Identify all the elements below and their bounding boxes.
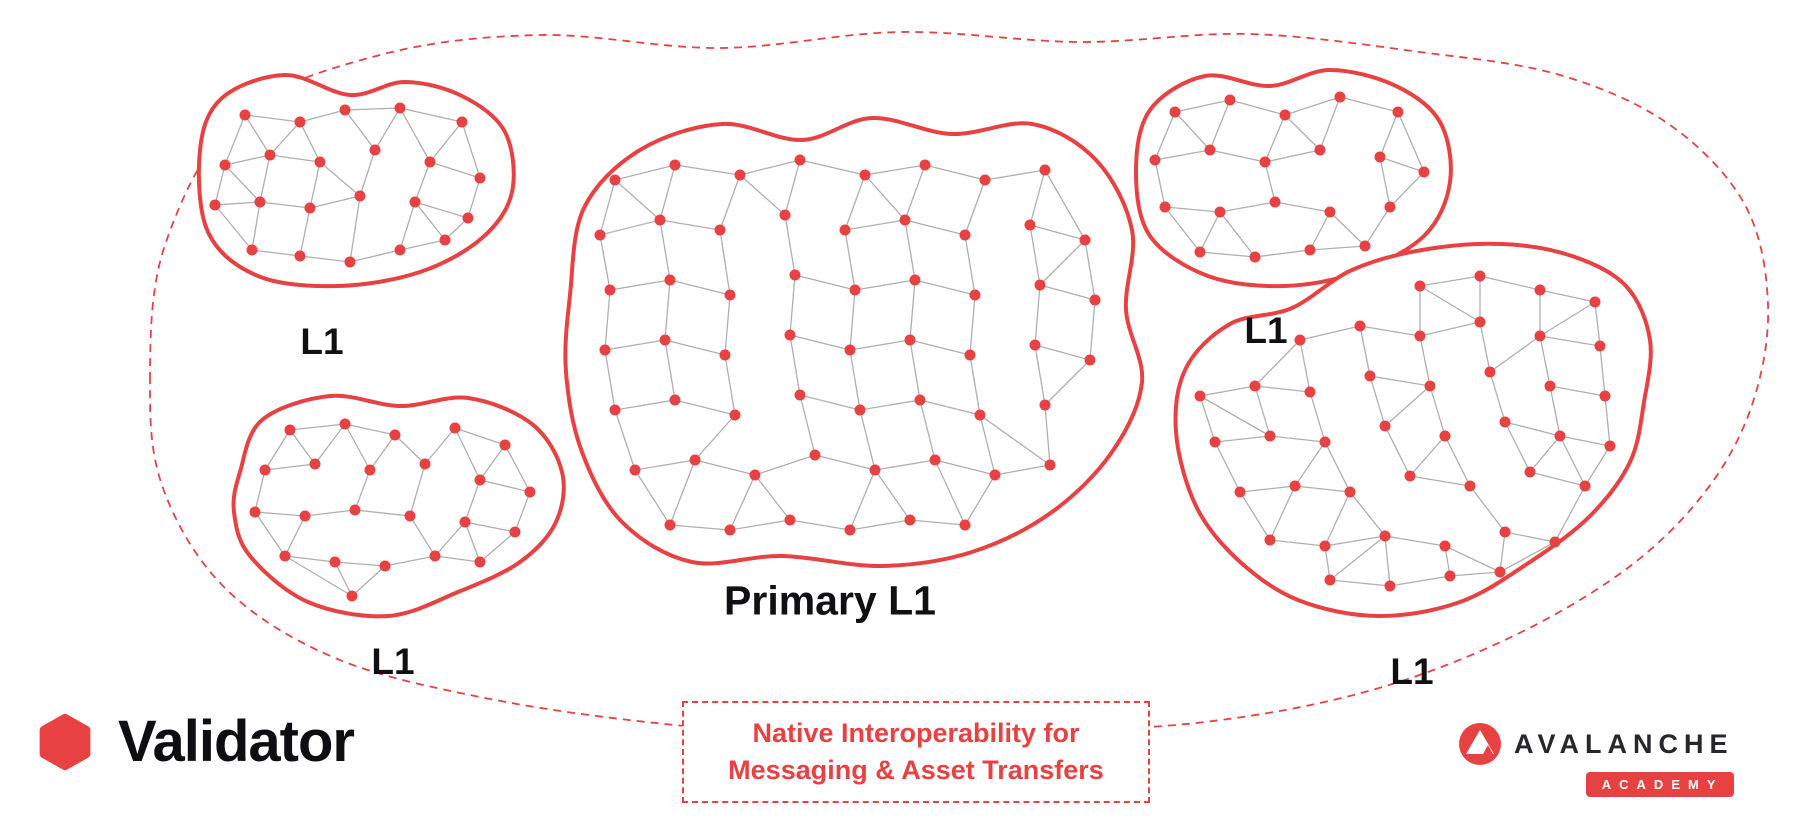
cluster-outline-l1-bottom-left xyxy=(231,393,566,619)
cluster-l1-top-left xyxy=(196,72,516,289)
cluster-primary-l1 xyxy=(563,115,1145,569)
outer-dashed-boundary xyxy=(149,31,1770,738)
cluster-label-primary-l1: Primary L1 xyxy=(724,577,936,624)
avalanche-academy-logo: AVALANCHE ACADEMY xyxy=(1458,722,1734,797)
cluster-l1-right xyxy=(1173,241,1653,619)
cluster-label-l1-top-left: L1 xyxy=(300,321,344,362)
cluster-l1-top-right xyxy=(1134,68,1453,289)
validator-hexagon-icon xyxy=(39,713,91,770)
cluster-label-l1-top-right: L1 xyxy=(1244,310,1288,351)
cluster-l1-bottom-left xyxy=(231,393,566,619)
interoperability-callout: Native Interoperability for Messaging & … xyxy=(682,701,1150,803)
cluster-outline-l1-top-right xyxy=(1134,68,1453,289)
validator-legend-label: Validator xyxy=(118,709,355,774)
brand-name: AVALANCHE xyxy=(1514,728,1734,759)
cluster-outline-primary-l1 xyxy=(563,115,1145,569)
cluster-outline-l1-right xyxy=(1173,241,1653,619)
academy-badge: ACADEMY xyxy=(1585,772,1734,797)
interoperability-line-1: Native Interoperability for xyxy=(752,717,1080,748)
validator-legend: Validator xyxy=(36,708,355,775)
cluster-label-l1-bottom-left: L1 xyxy=(371,641,415,682)
cluster-label-l1-right: L1 xyxy=(1390,651,1434,692)
cluster-outline-l1-top-left xyxy=(196,72,516,289)
avalanche-logo-icon xyxy=(1459,723,1501,765)
interoperability-line-2: Messaging & Asset Transfers xyxy=(728,754,1104,785)
brand-row: AVALANCHE xyxy=(1458,722,1734,766)
